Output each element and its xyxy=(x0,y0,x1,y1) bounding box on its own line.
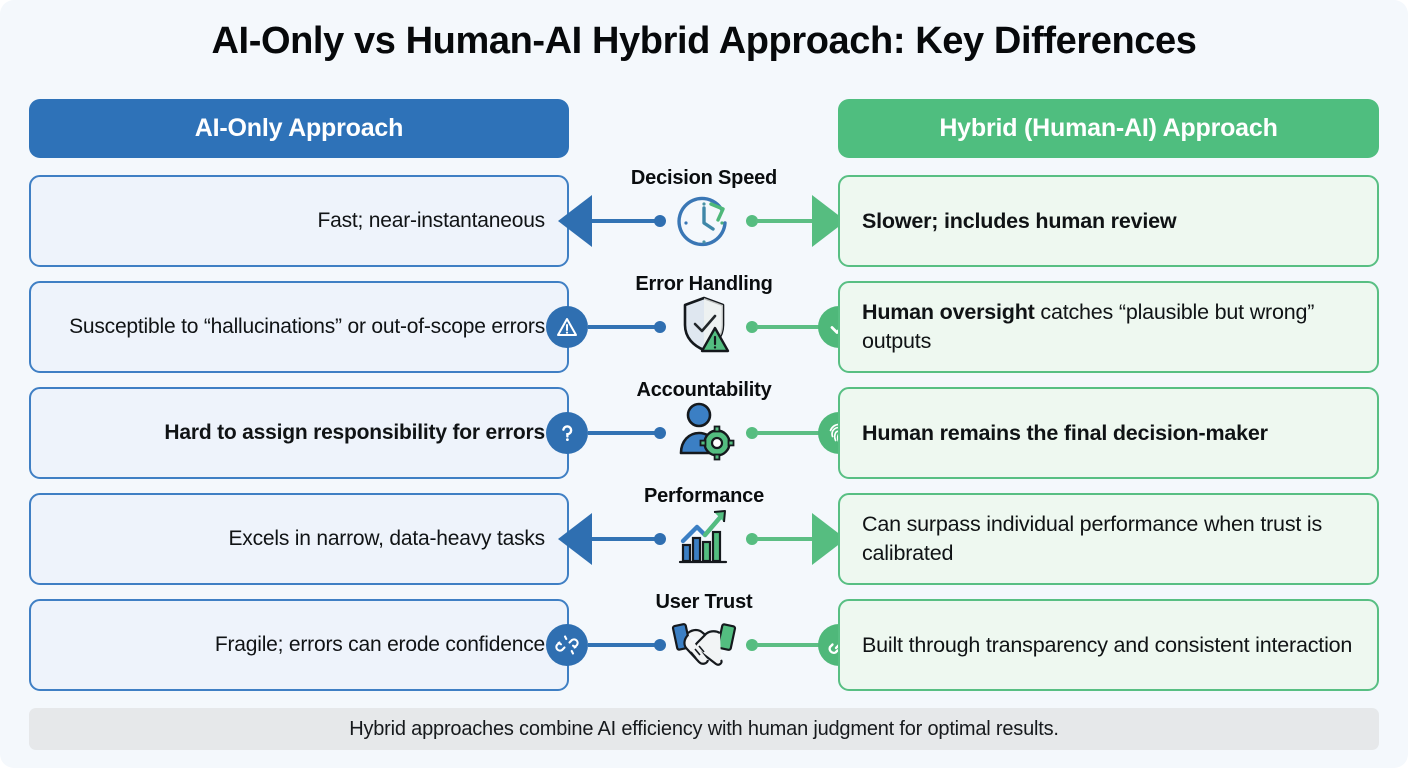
connector-line-green xyxy=(756,537,816,541)
hybrid-card-performance[interactable]: Can surpass individual performance when … xyxy=(838,493,1379,585)
row-label-error-handling: Error Handling xyxy=(635,273,773,295)
handshake-icon xyxy=(669,613,739,675)
hybrid-card-performance-text: Can surpass individual performance when … xyxy=(862,512,1323,565)
connector-line-green xyxy=(756,431,820,435)
connector-line-blue xyxy=(588,325,662,329)
column-header-hybrid-label: Hybrid (Human-AI) Approach xyxy=(939,114,1278,142)
ai-card-decision-speed-text: Fast; near-instantaneous xyxy=(317,209,545,233)
question-mark-icon xyxy=(546,412,588,454)
hybrid-card-accountability[interactable]: Human remains the final decision-maker xyxy=(838,387,1379,479)
hybrid-card-decision-speed[interactable]: Slower; includes human review xyxy=(838,175,1379,267)
ai-card-performance[interactable]: Excels in narrow, data-heavy tasks xyxy=(29,493,569,585)
hybrid-card-accountability-text: Human remains the final decision-maker xyxy=(862,420,1268,445)
hybrid-card-user-trust[interactable]: Built through transparency and consisten… xyxy=(838,599,1379,691)
ai-card-error-handling[interactable]: Susceptible to “hallucinations” or out-o… xyxy=(29,281,569,373)
column-header-ai-only-label: AI-Only Approach xyxy=(194,114,404,142)
connector-line-green xyxy=(756,325,820,329)
ai-card-error-handling-text: Susceptible to “hallucinations” or out-o… xyxy=(69,315,545,339)
column-header-hybrid: Hybrid (Human-AI) Approach xyxy=(838,99,1379,158)
connector-line-green xyxy=(756,219,816,223)
ai-card-decision-speed[interactable]: Fast; near-instantaneous xyxy=(29,175,569,267)
connector-dot-green xyxy=(746,533,758,545)
hybrid-card-decision-speed-text: Slower; includes human review xyxy=(862,208,1177,233)
connector-dot-blue xyxy=(654,215,666,227)
row-label-decision-speed: Decision Speed xyxy=(630,167,778,189)
row-label-user-trust: User Trust xyxy=(655,591,753,613)
hybrid-card-error-handling-text: Human oversight catches “plausible but w… xyxy=(862,300,1315,353)
broken-link-icon xyxy=(546,624,588,666)
growth-chart-icon xyxy=(669,505,739,567)
ai-card-accountability-text: Hard to assign responsibility for errors xyxy=(164,421,545,445)
connector-dot-green xyxy=(746,427,758,439)
row-label-accountability: Accountability xyxy=(636,379,772,401)
column-header-ai-only: AI-Only Approach xyxy=(29,99,569,158)
hybrid-card-user-trust-text: Built through transparency and consisten… xyxy=(862,632,1353,657)
connector-dot-blue xyxy=(654,533,666,545)
footer-note-text: Hybrid approaches combine AI efficiency … xyxy=(349,717,1059,740)
connector-line-green xyxy=(756,643,820,647)
row-label-performance: Performance xyxy=(643,485,765,507)
connector-line-blue xyxy=(592,219,662,223)
connector-line-blue xyxy=(592,537,662,541)
shield-warning-icon xyxy=(669,293,739,355)
connector-dot-green xyxy=(746,215,758,227)
ai-card-accountability[interactable]: Hard to assign responsibility for errors xyxy=(29,387,569,479)
hybrid-card-error-handling[interactable]: Human oversight catches “plausible but w… xyxy=(838,281,1379,373)
arrow-left-icon xyxy=(558,195,592,247)
page-title: AI-Only vs Human-AI Hybrid Approach: Key… xyxy=(211,20,1197,62)
connector-line-blue xyxy=(588,643,662,647)
connector-dot-blue xyxy=(654,427,666,439)
connector-dot-blue xyxy=(654,321,666,333)
footer-note: Hybrid approaches combine AI efficiency … xyxy=(29,708,1379,750)
clock-refresh-icon xyxy=(669,190,739,252)
connector-dot-blue xyxy=(654,639,666,651)
arrow-left-icon xyxy=(558,513,592,565)
warning-triangle-icon xyxy=(546,306,588,348)
ai-card-user-trust-text: Fragile; errors can erode confidence xyxy=(214,633,545,657)
user-gear-icon xyxy=(669,399,739,461)
connector-dot-green xyxy=(746,321,758,333)
connector-dot-green xyxy=(746,639,758,651)
ai-card-user-trust[interactable]: Fragile; errors can erode confidence xyxy=(29,599,569,691)
connector-line-blue xyxy=(588,431,662,435)
ai-card-performance-text: Excels in narrow, data-heavy tasks xyxy=(228,527,545,551)
